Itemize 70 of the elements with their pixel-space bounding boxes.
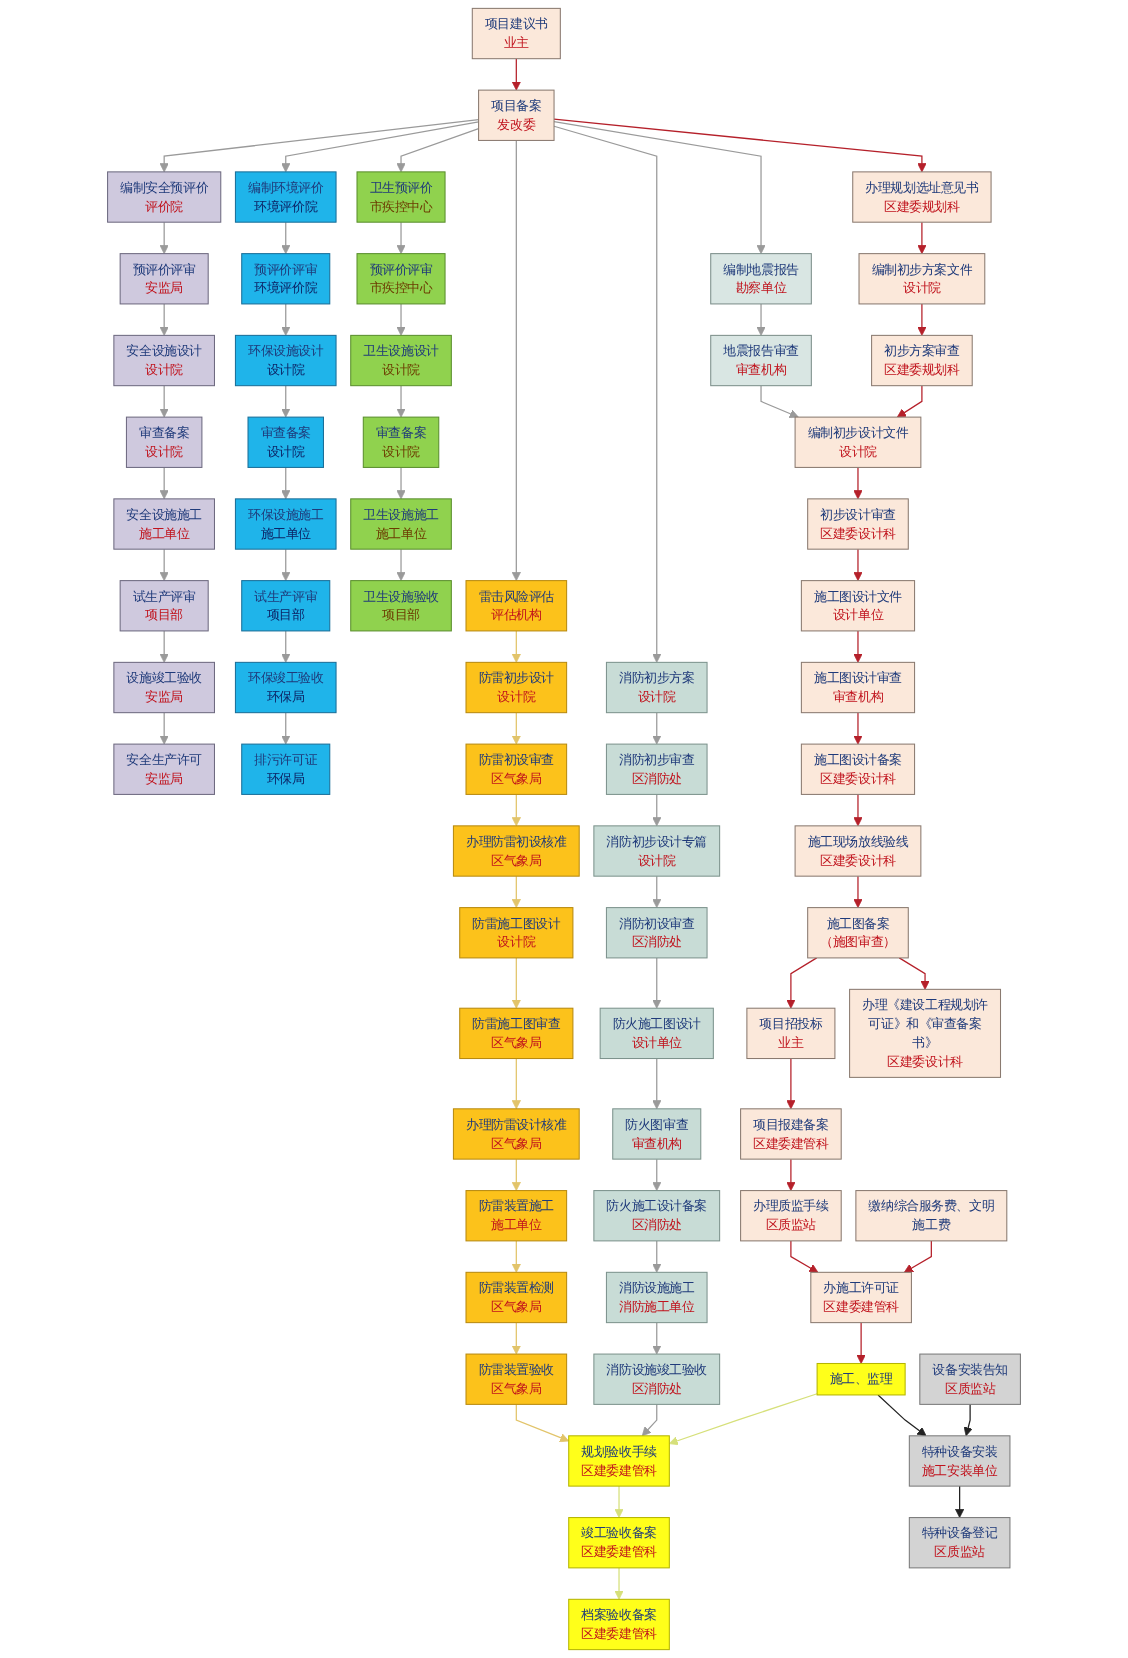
arrow — [856, 1322, 866, 1364]
arrow — [760, 385, 799, 419]
arrow — [790, 1240, 819, 1273]
arrow — [853, 466, 863, 500]
arrow — [641, 1403, 658, 1437]
arrow — [281, 303, 291, 336]
arrow — [511, 1240, 521, 1273]
arrow — [511, 793, 521, 827]
arrow — [853, 793, 863, 827]
arrow — [652, 1158, 662, 1191]
arrow — [652, 1322, 662, 1355]
arrow — [853, 548, 863, 582]
arrow — [159, 385, 169, 418]
arrow — [511, 1057, 521, 1110]
arrow — [614, 1485, 624, 1518]
arrow — [917, 303, 927, 336]
arrow — [614, 1567, 624, 1600]
arrow — [396, 303, 406, 336]
arrow — [652, 957, 662, 1009]
arrow — [511, 1158, 521, 1191]
arrow — [898, 957, 930, 990]
arrow — [396, 548, 406, 582]
arrow — [511, 630, 521, 663]
arrow — [877, 1394, 927, 1437]
arrow — [511, 957, 521, 1009]
arrow — [756, 303, 766, 336]
arrow — [853, 630, 863, 663]
arrow — [668, 1393, 818, 1446]
arrow — [786, 1057, 796, 1110]
arrow — [281, 121, 480, 173]
arrow — [515, 1403, 570, 1443]
arrow — [652, 875, 662, 908]
arrow — [553, 125, 662, 663]
arrow — [786, 1158, 796, 1191]
arrow — [511, 712, 521, 745]
arrow — [853, 875, 863, 908]
arrow — [159, 712, 169, 745]
arrow — [511, 58, 521, 91]
arrow — [281, 630, 291, 663]
arrow — [553, 118, 927, 173]
arrow — [896, 385, 923, 418]
arrow — [396, 221, 406, 255]
arrow — [853, 712, 863, 745]
arrow — [281, 221, 291, 255]
arrow — [511, 875, 521, 908]
arrow — [281, 466, 291, 500]
arrow — [903, 1240, 932, 1273]
arrow — [396, 385, 406, 418]
arrow — [786, 957, 818, 1009]
arrow — [396, 466, 406, 500]
arrow — [159, 466, 169, 500]
arrow — [159, 548, 169, 582]
arrow — [963, 1403, 973, 1437]
arrow — [281, 548, 291, 582]
arrow — [652, 793, 662, 827]
arrow — [159, 630, 169, 663]
arrow — [553, 120, 766, 255]
arrow — [159, 221, 169, 255]
arrow — [281, 712, 291, 745]
arrow — [396, 128, 480, 173]
arrow — [917, 221, 927, 255]
arrow — [281, 385, 291, 418]
arrow — [511, 139, 521, 582]
arrow — [159, 303, 169, 336]
arrow — [652, 1057, 662, 1110]
arrow — [652, 712, 662, 745]
arrow — [511, 1322, 521, 1355]
arrow — [159, 119, 480, 173]
arrow — [652, 1240, 662, 1273]
arrow — [955, 1485, 965, 1518]
